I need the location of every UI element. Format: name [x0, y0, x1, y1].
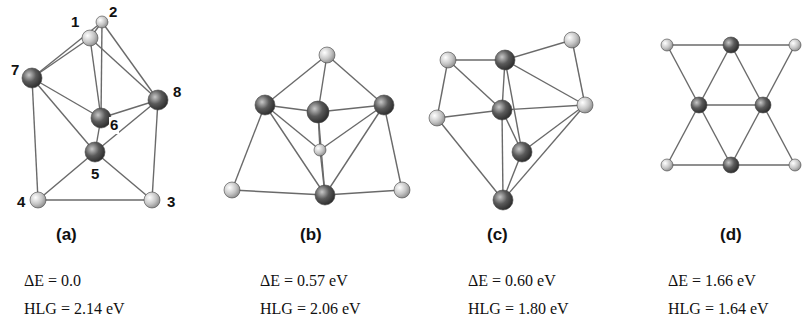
- panel-label: (b): [300, 226, 322, 245]
- panel-label: (d): [720, 226, 742, 245]
- energy-value: ΔE = 0.0: [24, 272, 81, 290]
- atom-number: 1: [70, 14, 80, 31]
- energy-value: ΔE = 0.60 eV: [468, 272, 556, 290]
- atom-number: 2: [108, 4, 118, 21]
- energy-value: ΔE = 0.57 eV: [260, 272, 348, 290]
- atom-number: 8: [172, 84, 182, 101]
- gap-value: HLG = 2.14 eV: [24, 300, 125, 318]
- atom-number: 5: [90, 166, 100, 183]
- atom-number: 4: [16, 194, 26, 211]
- gap-value: HLG = 1.64 eV: [668, 300, 769, 318]
- atom-number: 3: [166, 194, 176, 211]
- energy-value: ΔE = 1.66 eV: [668, 272, 756, 290]
- gap-value: HLG = 2.06 eV: [260, 300, 361, 318]
- panel-label: (c): [487, 226, 508, 245]
- atom-number: 6: [109, 117, 119, 134]
- atoms: [22, 16, 801, 210]
- bond-lines: [32, 22, 795, 200]
- atom-number: 7: [10, 62, 20, 79]
- panel-label: (a): [56, 226, 77, 245]
- gap-value: HLG = 1.80 eV: [468, 300, 569, 318]
